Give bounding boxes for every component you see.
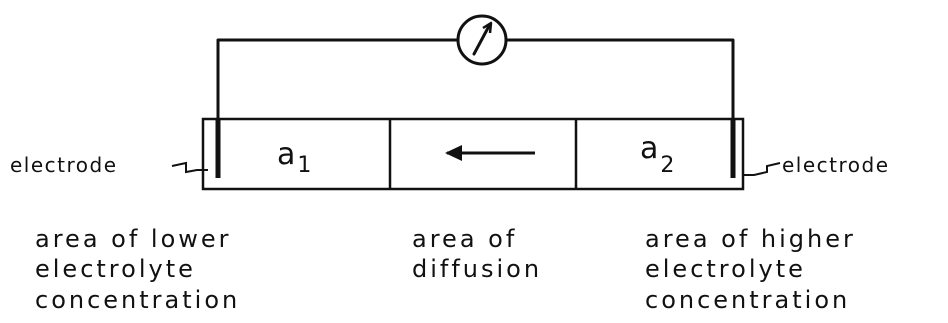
caption-line: area of	[412, 225, 517, 253]
caption-line: area of lower	[35, 225, 232, 253]
galvanometer-icon	[456, 14, 508, 66]
caption-line: electrolyte	[645, 255, 806, 283]
right-electrode-leader	[744, 162, 781, 176]
activity-symbol: a	[640, 131, 658, 166]
caption-line: concentration	[645, 286, 850, 314]
cell-container	[201, 117, 745, 191]
caption-line: concentration	[35, 286, 240, 314]
right-caption: area of higher electrolyte concentration	[645, 225, 856, 314]
left-cell-activity: a1	[277, 137, 311, 178]
caption-line: diffusion	[412, 255, 542, 283]
activity-symbol: a	[277, 137, 295, 172]
middle-caption: area of diffusion	[412, 225, 542, 283]
left-caption: area of lower electrolyte concentration	[35, 225, 240, 314]
caption-line: electrolyte	[35, 255, 196, 283]
caption-line: area of higher	[645, 225, 856, 253]
activity-subscript: 1	[297, 153, 311, 178]
arrow-left-icon	[445, 145, 535, 161]
activity-subscript: 2	[660, 153, 674, 178]
right-electrode-label: electrode	[782, 153, 890, 177]
left-electrode-label: electrode	[10, 153, 118, 177]
right-cell-activity: a2	[640, 131, 674, 178]
left-electrode-leader	[171, 161, 208, 174]
